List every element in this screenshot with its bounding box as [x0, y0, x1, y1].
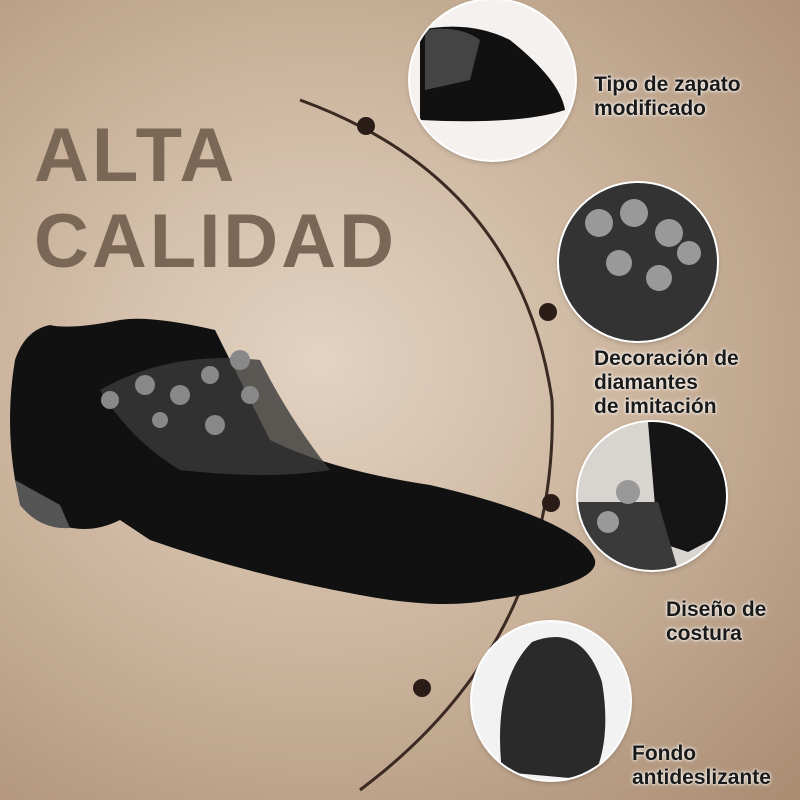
headline-line2: CALIDAD — [34, 199, 397, 284]
label-line: Tipo de zapato — [594, 73, 741, 96]
feature-label-stitching: Diseño de costura — [666, 598, 766, 646]
feature-label-shoe-type: Tipo de zapato modificado — [594, 73, 741, 121]
connector-dot — [542, 494, 560, 512]
label-line: costura — [666, 622, 742, 645]
detail-circle-stitching — [578, 422, 726, 570]
label-line: modificado — [594, 97, 707, 120]
feature-label-sole: Fondo antideslizante — [632, 742, 771, 790]
label-line: Fondo — [632, 742, 697, 765]
label-line: Decoración de — [594, 347, 739, 370]
feature-label-rhinestones: Decoración de diamantes de imitación — [594, 347, 739, 419]
label-line: de imitación — [594, 395, 717, 418]
connector-dot — [539, 303, 557, 321]
headline-line1: ALTA — [34, 113, 238, 198]
label-line: antideslizante — [632, 766, 771, 789]
detail-circle-rhinestones — [559, 183, 717, 341]
connector-arc — [299, 98, 554, 792]
label-line: Diseño de — [666, 598, 767, 621]
shoe-image — [10, 318, 596, 604]
connector-dot — [413, 679, 431, 697]
detail-circle-sole — [472, 622, 630, 780]
connector-dot — [357, 117, 375, 135]
detail-circle-toe — [410, 0, 575, 160]
label-line: diamantes — [594, 371, 698, 394]
